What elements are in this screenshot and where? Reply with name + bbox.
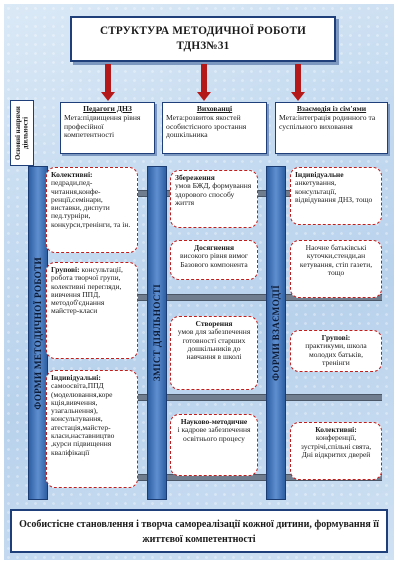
- box-group-text: консультації, робота творчої групи, коле…: [51, 265, 123, 316]
- diagram-sheet: СТРУКТУРА МЕТОДИЧНОЇ РОБОТИ ТДНЗ№31 Осно…: [4, 4, 394, 560]
- main-directions-label: Основні напрями діяльності: [10, 100, 34, 166]
- header-pupils-goal: Мета:розвиток якостей особистісного зрос…: [166, 112, 247, 140]
- box-scientific-text: і кадрове забезпечення освітнього процес…: [177, 425, 251, 443]
- box-preservation-text: умов БЖД, формування здорового способу ж…: [175, 181, 252, 207]
- box-individual-interaction-text: анкетування, консультації, відвідування …: [295, 178, 373, 204]
- column-methodical-forms-label: ФОРМИ МЕТОДИЧНОЇ РОБОТИ: [33, 256, 43, 410]
- connector-bar-3: [32, 394, 382, 401]
- header-teachers-title: Педагоги ДНЗ: [83, 104, 132, 113]
- main-directions-text: Основні напрями діяльності: [14, 106, 29, 160]
- box-collective-interaction: Колективні: конференції, зустрічі,спільн…: [290, 422, 382, 480]
- column-interaction-forms-label: ФОРМИ ВЗАЄМОДІЇ: [271, 285, 281, 381]
- title-line-1: СТРУКТУРА МЕТОДИЧНОЇ РОБОТИ: [99, 25, 307, 37]
- header-teachers: Педагоги ДНЗ Мета:підвищення рівня профе…: [60, 102, 155, 154]
- box-preservation-title: Збереження: [175, 173, 215, 182]
- box-group-interaction-text: практикуми, школа молодих батьків, трені…: [305, 341, 367, 367]
- box-visual-interaction: Наочне батьківські куточки,стенди,ан кет…: [290, 240, 382, 298]
- box-achievement-title: Досягнення: [193, 243, 235, 252]
- column-activity-content-label: ЗМІСТ ДІЯЛЬНОСТІ: [152, 284, 162, 382]
- box-individual-title: Індивідуальні:: [51, 373, 101, 382]
- header-pupils-title: Вихованці: [196, 104, 233, 113]
- header-teachers-goal: Мета:підвищення рівня професійної компет…: [64, 112, 141, 140]
- connector-bar-2: [32, 294, 382, 301]
- box-creation-title: Створення: [195, 319, 233, 328]
- box-visual-interaction-text: Наочне батьківські куточки,стенди,ан кет…: [299, 243, 373, 277]
- header-pupils: Вихованці Мета:розвиток якостей особисті…: [162, 102, 267, 154]
- box-achievement-text: високого рівня вимог Базового компонента: [179, 251, 248, 269]
- box-collective-text: педради,пед-читання,конфе-ренції,семінар…: [51, 178, 131, 229]
- outcome-box: Особистісне становлення і творча самореа…: [10, 509, 388, 553]
- box-preservation: Збереження умов БЖД, формування здоровог…: [170, 170, 258, 228]
- column-interaction-forms: ФОРМИ ВЗАЄМОДІЇ: [266, 166, 286, 500]
- box-collective-forms: Колективні: педради,пед-читання,конфе-ре…: [46, 167, 138, 253]
- box-group-interaction-title: Групові:: [321, 333, 351, 342]
- box-individual-text: самоосвіта,ППД (моделювання,коре кція,ви…: [51, 381, 115, 457]
- column-methodical-forms: ФОРМИ МЕТОДИЧНОЇ РОБОТИ: [28, 166, 48, 500]
- box-scientific-support: Науково-методичне і кадрове забезпечення…: [170, 414, 258, 476]
- box-individual-interaction-title: Індивідуальне: [295, 170, 344, 179]
- box-individual-forms: Індивідуальні: самоосвіта,ППД (моделюван…: [46, 370, 138, 488]
- box-group-title: Групові:: [51, 265, 80, 274]
- diagram-title: СТРУКТУРА МЕТОДИЧНОЇ РОБОТИ ТДНЗ№31: [70, 16, 336, 62]
- box-creation: Створення умов для забезпечення готовнос…: [170, 316, 258, 390]
- box-group-interaction: Групові: практикуми, школа молодих батьк…: [290, 330, 382, 372]
- header-families-goal: Мета:інтеграція родинного та суспільного…: [279, 112, 376, 131]
- header-families-title: Взаємодія із сім'ями: [296, 104, 367, 113]
- column-activity-content: ЗМІСТ ДІЯЛЬНОСТІ: [147, 166, 167, 500]
- box-scientific-title: Науково-методичне: [180, 417, 248, 426]
- box-individual-interaction: Індивідуальне анкетування, консультації,…: [290, 167, 382, 225]
- box-achievement: Досягнення високого рівня вимог Базового…: [170, 240, 258, 280]
- title-line-2: ТДНЗ№31: [176, 40, 230, 52]
- box-collective-title: Колективні:: [51, 170, 93, 179]
- header-families: Взаємодія із сім'ями Мета:інтеграція род…: [275, 102, 388, 154]
- box-creation-text: умов для забезпечення готовності старших…: [177, 327, 251, 362]
- box-group-forms: Групові: консультації, робота творчої гр…: [46, 262, 138, 359]
- box-collective-interaction-title: Колективні:: [315, 425, 357, 434]
- box-collective-interaction-text: конференції, зустрічі,спільні свята, Дні…: [300, 433, 372, 459]
